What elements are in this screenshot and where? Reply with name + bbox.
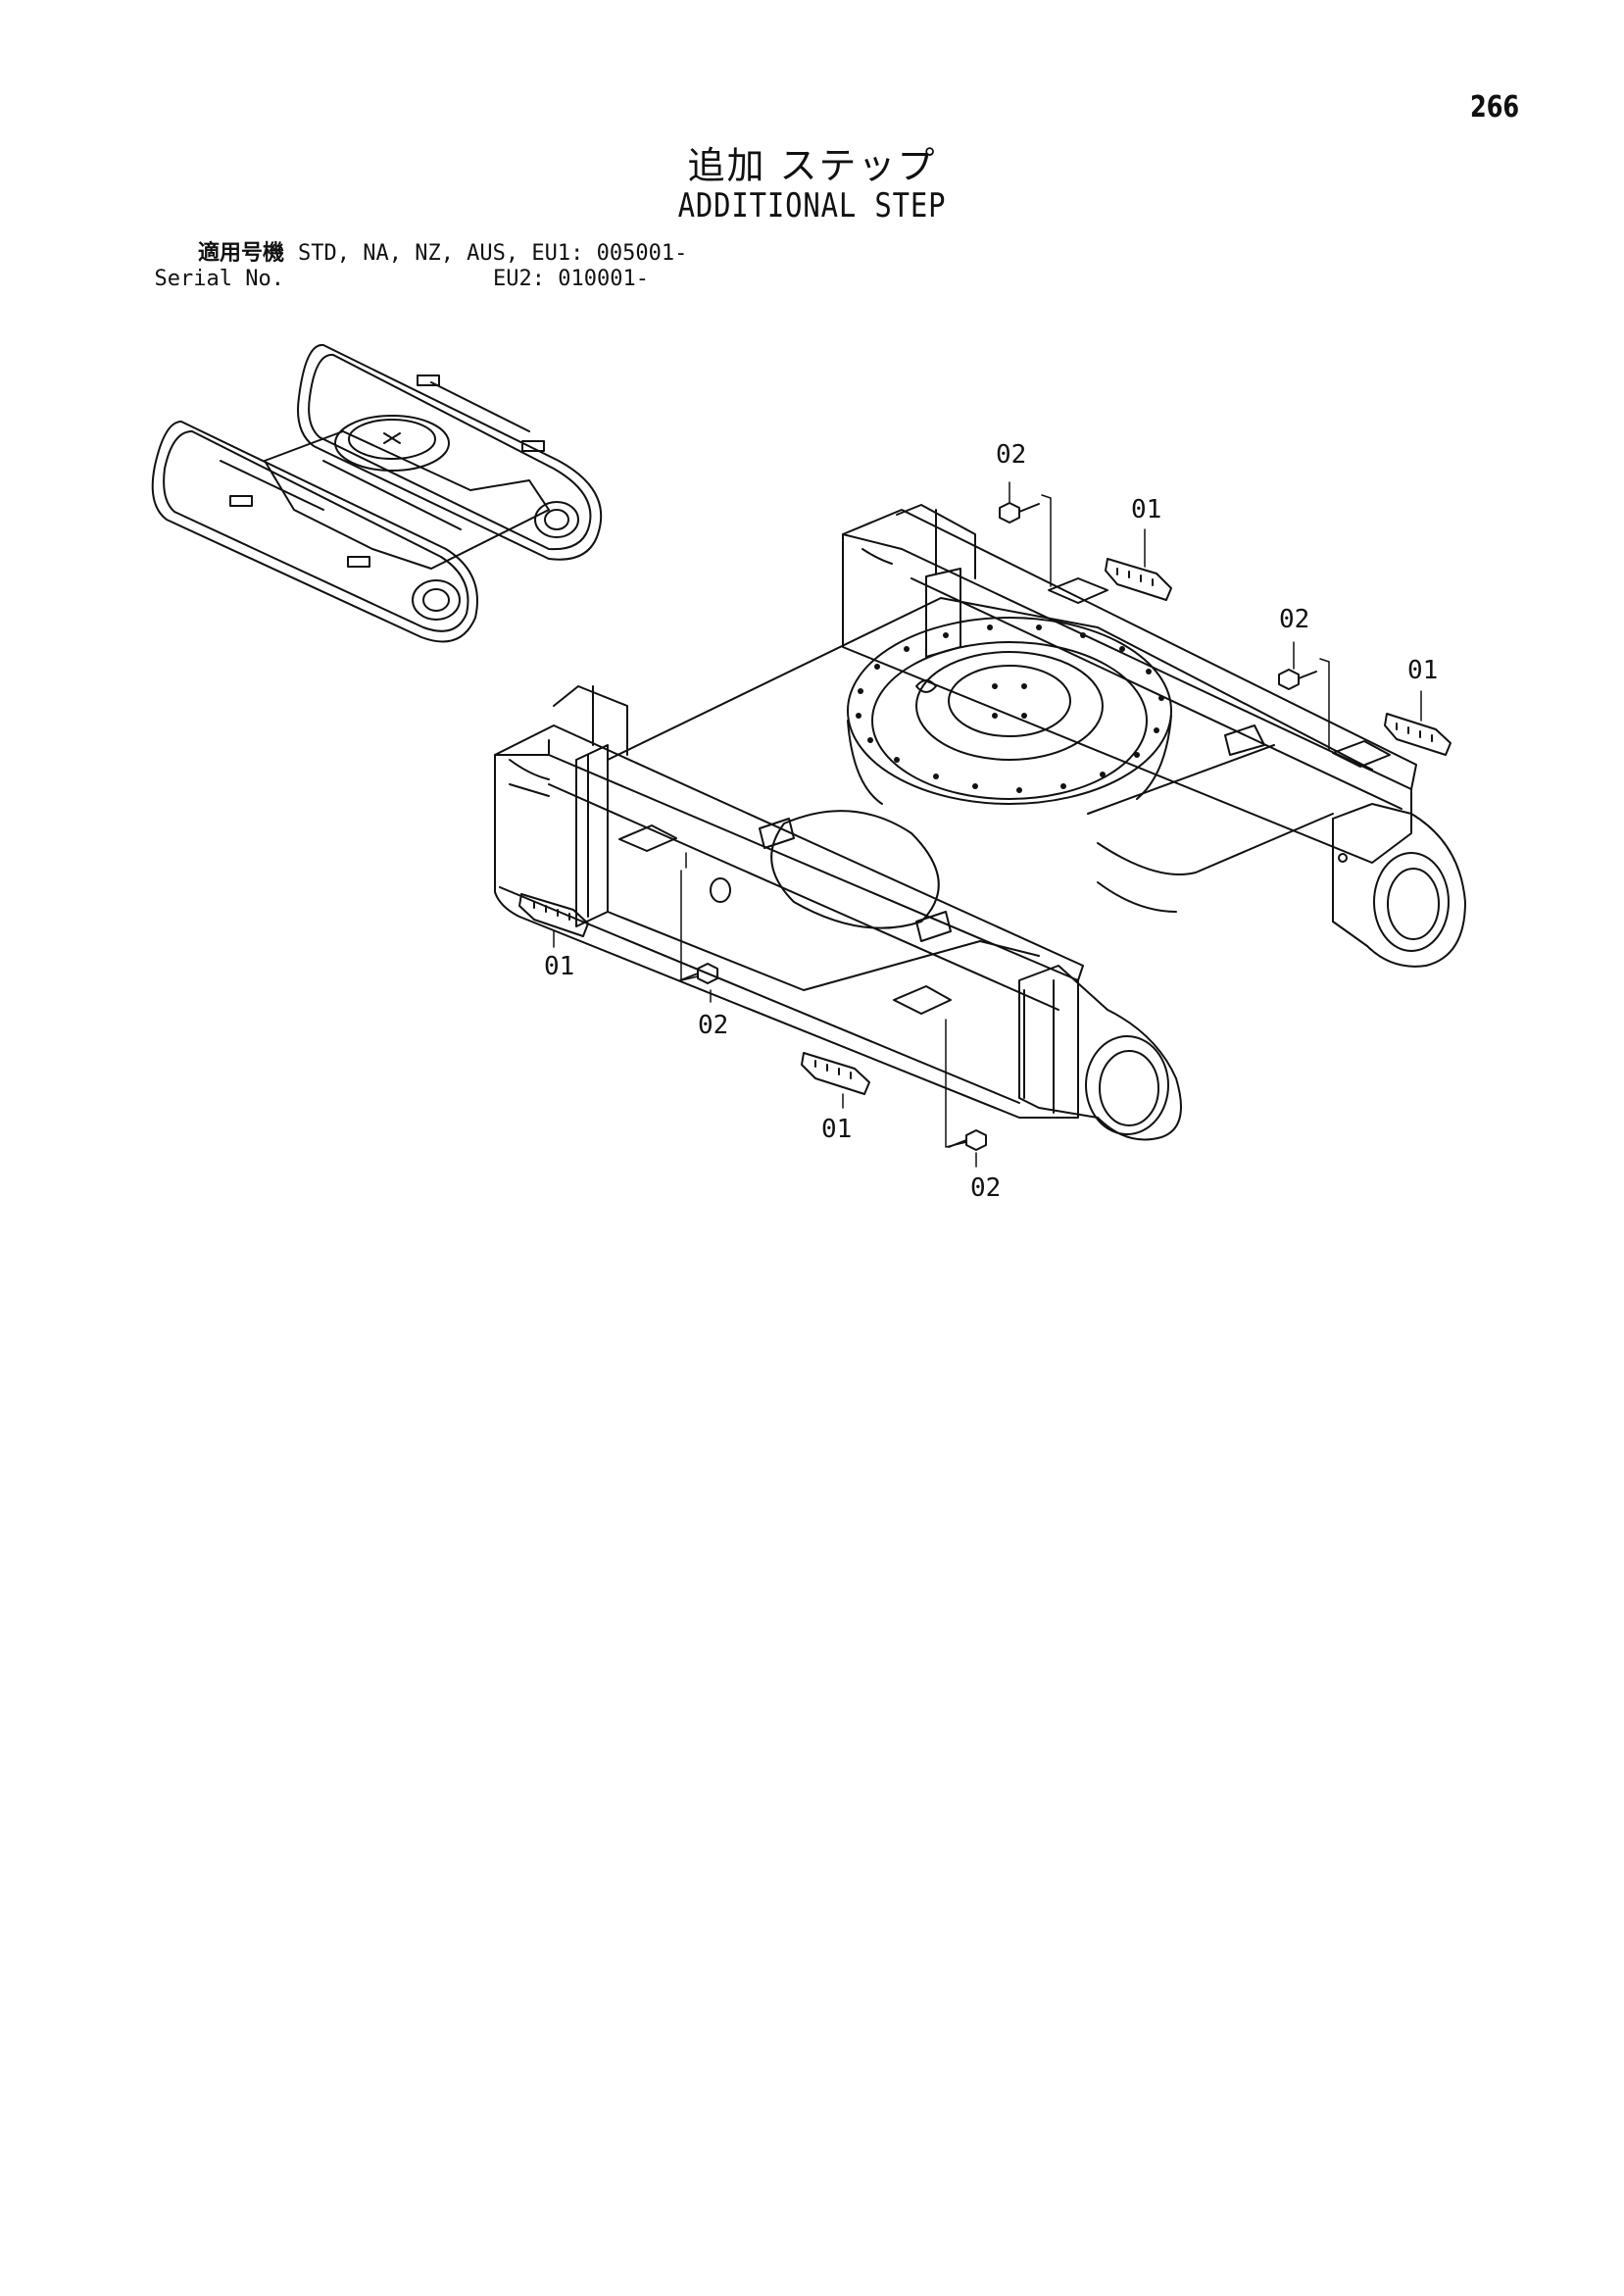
title-english: ADDITIONAL STEP [677,186,947,225]
bolt-part-02 [999,502,1040,524]
mounted-step-plates [618,577,1391,1015]
callout-01: 01 [1407,656,1438,685]
callout-02: 02 [698,1011,728,1040]
callout-01: 01 [821,1115,852,1144]
page-number: 266 [1470,90,1520,125]
callout-02: 02 [1279,605,1309,634]
serial-number-block: 適用号機 STD, NA, NZ, AUS, EU1: 005001- Seri… [147,241,688,292]
serial-label-english: Serial No. [154,267,284,291]
track-frame-drawing [494,504,1466,1141]
serial-eu2-value: EU2: 010001- [493,267,649,291]
callout-02: 02 [970,1173,1001,1203]
step-part-01 [1384,713,1452,756]
serial-label-japanese: 適用号機 [197,241,284,266]
callout-labels: 02 01 02 01 01 02 01 02 [544,440,1438,1203]
bolt-part-02 [679,963,718,984]
callout-01: 01 [1131,495,1161,524]
step-part-01 [1105,558,1172,601]
bolt-part-02 [1278,669,1317,690]
step-part-01 [801,1052,870,1095]
serial-row-2: Serial No. EU2: 010001- [147,267,687,292]
step-part-01 [518,893,589,937]
serial-row-1: 適用号機 STD, NA, NZ, AUS, EU1: 005001- [147,241,687,267]
title-japanese: 追加 ステップ [687,144,937,187]
bolt-part-02 [948,1129,987,1151]
callout-01: 01 [544,952,574,981]
serial-models-value: STD, NA, NZ, AUS, EU1: 005001- [298,241,688,266]
overview-thumbnail [151,343,603,643]
callout-02: 02 [996,440,1026,470]
